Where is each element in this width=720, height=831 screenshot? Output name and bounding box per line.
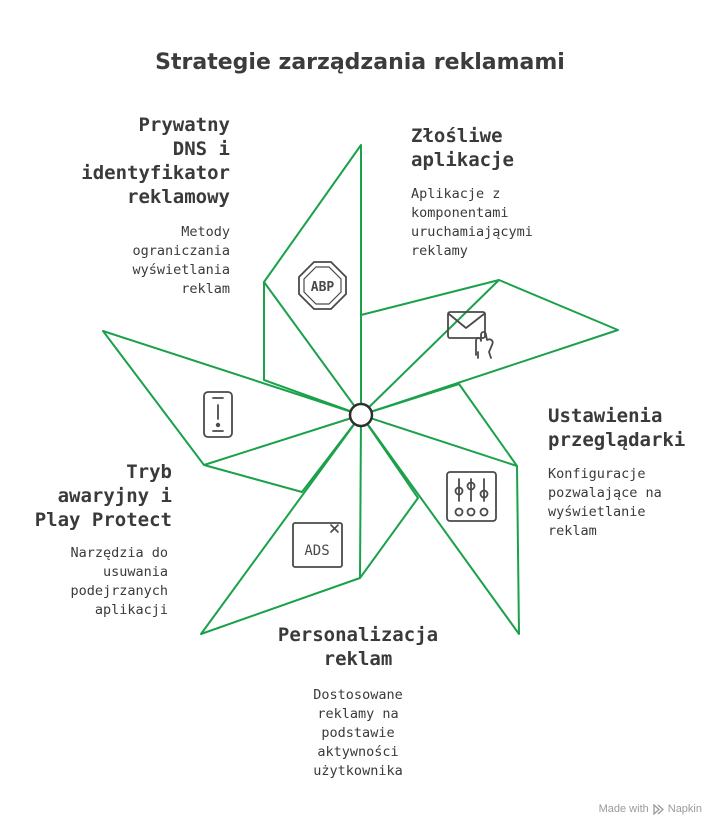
safemode-heading: Tryb awaryjny i Play Protect bbox=[34, 461, 172, 531]
phone-alert-icon bbox=[203, 391, 233, 438]
blade-malicious bbox=[360, 279, 619, 416]
malicious-heading: Złośliwe aplikacje bbox=[411, 125, 514, 171]
browser-description: Konfiguracje pozwalające na wyświetlanie… bbox=[548, 466, 662, 539]
page-title: Strategie zarządzania reklamami bbox=[155, 50, 565, 75]
svg-text:ABP: ABP bbox=[311, 280, 335, 295]
personalization-description: Dostosowane reklamy na podstawie aktywno… bbox=[313, 687, 403, 779]
napkin-logo-icon bbox=[653, 803, 664, 815]
center-hub bbox=[348, 402, 374, 428]
ads-window-icon: ADS bbox=[292, 522, 343, 568]
sliders-icon bbox=[446, 471, 497, 522]
svg-text:ADS: ADS bbox=[304, 543, 329, 559]
browser-heading: Ustawienia przeglądarki bbox=[548, 405, 686, 451]
footer-brand: Napkin bbox=[667, 803, 702, 815]
safemode-description: Narzędzia do usuwania podejrzanych aplik… bbox=[70, 545, 168, 618]
footer-credit: Made with Napkin bbox=[599, 803, 702, 815]
dns-description: Metody ograniczania wyświetlania reklam bbox=[132, 224, 230, 297]
malicious-description: Aplikacje z komponentami uruchamiającymi… bbox=[411, 186, 533, 259]
personalization-heading: Personalizacja reklam bbox=[277, 624, 439, 670]
footer-made-with: Made with bbox=[598, 803, 649, 815]
abp-stop-sign-icon: ABP bbox=[298, 261, 347, 310]
dns-heading: Prywatny DNS i identyfikator reklamowy bbox=[81, 114, 230, 208]
mail-hand-icon bbox=[447, 311, 494, 359]
